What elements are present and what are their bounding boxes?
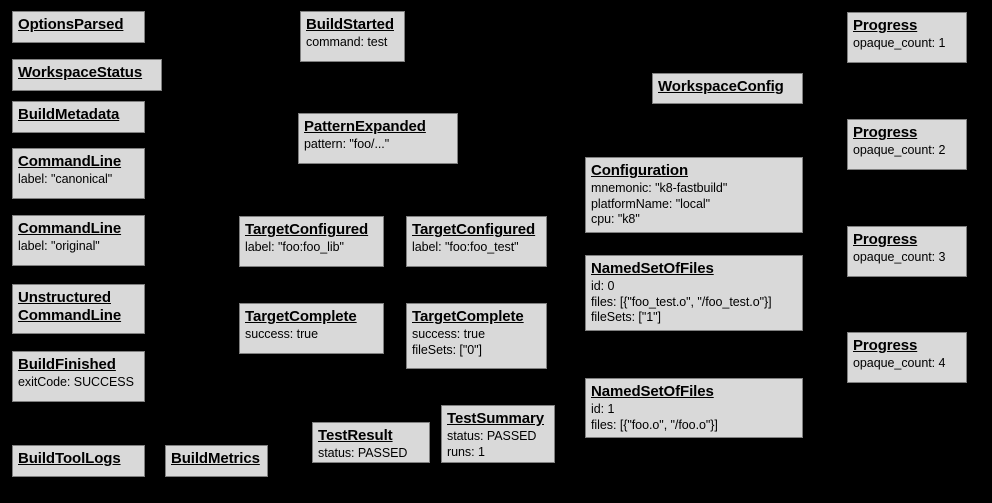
event-node-title: CommandLine xyxy=(18,153,122,170)
event-node-options-parsed[interactable]: OptionsParsed xyxy=(12,11,145,43)
event-node-fields: opaque_count: 4 xyxy=(853,355,946,370)
event-node-fields: success: true xyxy=(245,326,318,341)
event-node-fields: id: 0 files: [{"foo_test.o", "/foo_test.… xyxy=(591,278,772,325)
event-node-title: BuildMetadata xyxy=(18,106,120,123)
event-node-fields: pattern: "foo/..." xyxy=(304,136,390,151)
event-node-title: TestResult xyxy=(318,427,393,444)
event-node-fields: opaque_count: 2 xyxy=(853,142,946,157)
event-node-fields: label: "foo:foo_test" xyxy=(412,239,519,254)
event-node-title: BuildFinished xyxy=(18,356,116,373)
event-node-fields: id: 1 files: [{"foo.o", "/foo.o"}] xyxy=(591,401,718,432)
event-node-workspace-config[interactable]: WorkspaceConfig xyxy=(652,73,803,104)
event-node-title: NamedSetOfFiles xyxy=(591,260,714,277)
event-node-title: Progress xyxy=(853,231,918,248)
event-node-title: BuildToolLogs xyxy=(18,450,121,467)
event-node-fields: label: "canonical" xyxy=(18,171,113,186)
event-node-fields: status: PASSED xyxy=(318,445,408,460)
event-node-title: WorkspaceStatus xyxy=(18,64,143,81)
event-node-title: NamedSetOfFiles xyxy=(591,383,714,400)
event-node-fields: exitCode: SUCCESS xyxy=(18,374,134,389)
event-node-title: Unstructured CommandLine xyxy=(18,289,122,324)
event-node-title: OptionsParsed xyxy=(18,16,124,33)
event-node-fields: opaque_count: 1 xyxy=(853,35,946,50)
event-node-title: BuildStarted xyxy=(306,16,394,33)
event-node-title: BuildMetrics xyxy=(171,450,260,467)
event-node-build-tool-logs[interactable]: BuildToolLogs xyxy=(12,445,145,477)
event-node-fields: command: test xyxy=(306,34,388,49)
event-node-title: Progress xyxy=(853,124,918,141)
event-node-fields: opaque_count: 3 xyxy=(853,249,946,264)
event-node-fields: success: true fileSets: ["0"] xyxy=(412,326,485,357)
event-node-build-metrics[interactable]: BuildMetrics xyxy=(165,445,268,477)
event-node-fields: label: "foo:foo_lib" xyxy=(245,239,344,254)
event-node-title: TargetComplete xyxy=(412,308,524,325)
event-node-title: PatternExpanded xyxy=(304,118,426,135)
event-node-title: TargetComplete xyxy=(245,308,357,325)
event-node-fields: status: PASSED runs: 1 xyxy=(447,428,537,459)
event-node-title: TargetConfigured xyxy=(245,221,369,238)
event-node-title: Configuration xyxy=(591,162,689,179)
event-node-title: CommandLine xyxy=(18,220,122,237)
event-node-build-metadata[interactable]: BuildMetadata xyxy=(12,101,145,133)
event-node-title: Progress xyxy=(853,17,918,34)
event-node-title: TargetConfigured xyxy=(412,221,536,238)
event-node-title: TestSummary xyxy=(447,410,544,427)
event-node-fields: mnemonic: "k8-fastbuild" platformName: "… xyxy=(591,180,728,227)
event-node-title: Progress xyxy=(853,337,918,354)
event-node-title: WorkspaceConfig xyxy=(658,78,784,95)
event-node-unstructured-command-line[interactable]: Unstructured CommandLine xyxy=(12,284,145,334)
event-node-fields: label: "original" xyxy=(18,238,100,253)
event-node-workspace-status[interactable]: WorkspaceStatus xyxy=(12,59,162,91)
